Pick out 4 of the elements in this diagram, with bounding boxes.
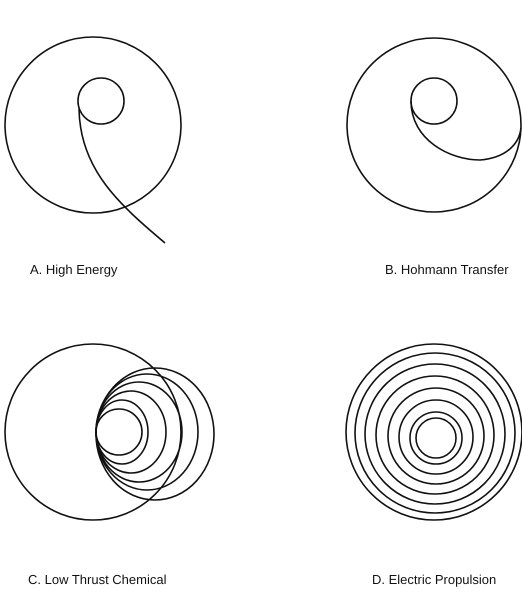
caption: C. Low Thrust Chemical (28, 572, 166, 587)
caption: B. Hohmann Transfer (385, 262, 509, 277)
caption: A. High Energy (30, 262, 118, 277)
caption: D. Electric Propulsion (372, 572, 496, 587)
